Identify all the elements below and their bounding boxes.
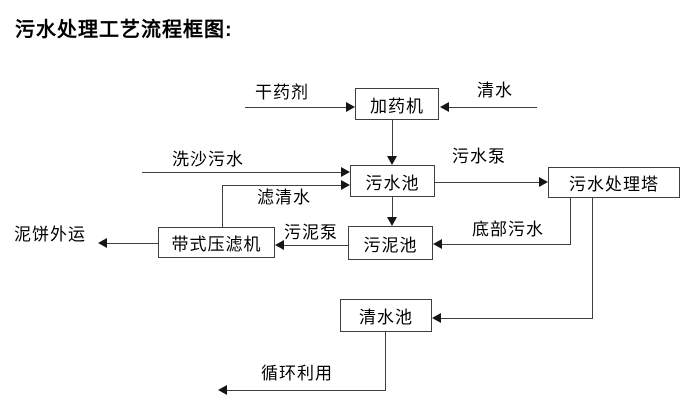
arrowhead-left-icon bbox=[440, 102, 449, 112]
node-sludge-pool: 污泥池 bbox=[348, 226, 433, 260]
node-sewage-pool-label: 污水池 bbox=[365, 173, 420, 193]
connector-tower-bottom-sewage-vertical bbox=[570, 198, 571, 244]
label-bottom-sewage: 底部污水 bbox=[472, 220, 544, 239]
connector-sewage-pool-to-sludge-pool bbox=[392, 197, 393, 217]
connector-filtered-water-to-sewage-pool bbox=[222, 185, 341, 186]
node-dosing-machine: 加药机 bbox=[355, 88, 439, 120]
arrowhead-right-icon bbox=[341, 167, 350, 177]
node-belt-filter-press: 带式压滤机 bbox=[158, 227, 275, 258]
arrowhead-down-icon bbox=[387, 156, 397, 165]
node-dosing-machine-label: 加药机 bbox=[370, 96, 424, 116]
arrowhead-left-icon bbox=[432, 313, 441, 323]
node-belt-filter-press-label: 带式压滤机 bbox=[171, 235, 262, 254]
connector-belt-press-to-mud-cake bbox=[107, 243, 158, 244]
label-sludge-pump: 污泥泵 bbox=[284, 223, 338, 242]
arrowhead-right-icon bbox=[341, 180, 350, 190]
node-treatment-tower-label: 污水处理塔 bbox=[569, 175, 659, 194]
connector-dry-agent-to-dosing bbox=[245, 107, 346, 108]
connector-tower-to-clean-pool-horizontal bbox=[441, 318, 593, 319]
label-recycling: 循环利用 bbox=[261, 364, 333, 383]
label-clean-water: 清水 bbox=[477, 81, 513, 100]
arrowhead-left-icon bbox=[433, 239, 442, 249]
arrowhead-right-icon bbox=[539, 177, 548, 187]
arrowhead-left-icon bbox=[98, 238, 107, 248]
label-filtered-water: 滤清水 bbox=[257, 188, 311, 207]
node-sewage-pool: 污水池 bbox=[350, 165, 435, 197]
diagram-title: 污水处理工艺流程框图: bbox=[15, 19, 233, 41]
node-treatment-tower: 污水处理塔 bbox=[548, 167, 680, 198]
connector-tower-to-clean-pool-vertical bbox=[592, 198, 593, 318]
arrowhead-left-icon bbox=[275, 240, 284, 250]
connector-sand-sewage-to-sewage-pool bbox=[142, 172, 341, 173]
connector-clean-pool-recycle-vertical bbox=[385, 332, 386, 390]
connector-sludge-pool-to-belt-press bbox=[284, 245, 348, 246]
node-clean-water-pool: 清水池 bbox=[340, 299, 432, 332]
node-sludge-pool-label: 污泥池 bbox=[363, 235, 418, 255]
connector-bottom-sewage-to-sludge-pool bbox=[442, 244, 571, 245]
connector-recycle-horizontal bbox=[227, 390, 386, 391]
connector-clean-water-to-dosing bbox=[449, 107, 537, 108]
connector-filtered-water-vertical bbox=[222, 185, 223, 227]
node-clean-water-pool-label: 清水池 bbox=[359, 308, 413, 327]
arrowhead-right-icon bbox=[346, 102, 355, 112]
arrowhead-left-icon bbox=[218, 385, 227, 395]
label-sand-washing-sewage: 洗沙污水 bbox=[172, 150, 244, 169]
label-mud-cake-out: 泥饼外运 bbox=[14, 225, 86, 244]
connector-sewage-pool-to-tower bbox=[435, 182, 539, 183]
connector-dosing-to-sewage-pool bbox=[392, 120, 393, 156]
label-sewage-pump: 污水泵 bbox=[452, 147, 506, 166]
label-dry-agent: 干药剂 bbox=[255, 83, 309, 102]
arrowhead-down-icon bbox=[387, 217, 397, 226]
